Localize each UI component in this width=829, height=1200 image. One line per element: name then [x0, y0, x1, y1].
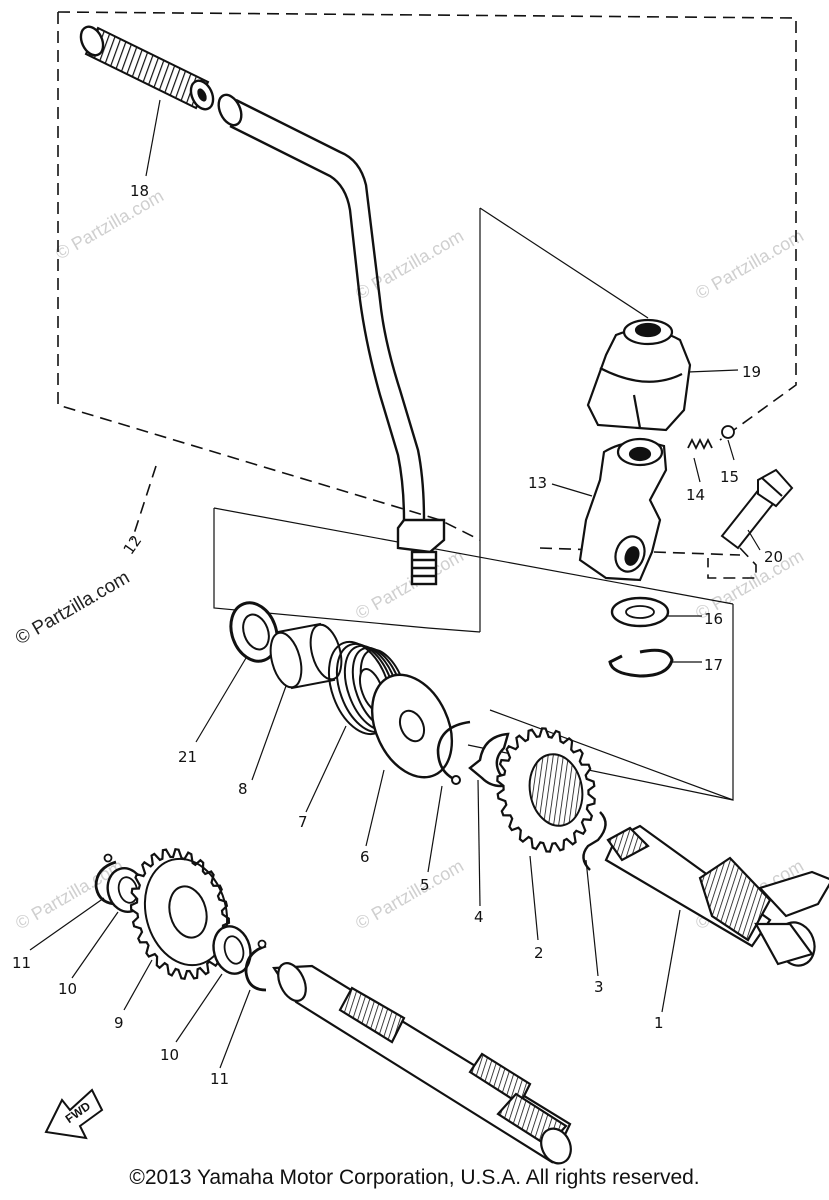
watermark-1: © Partzilla.com — [52, 185, 167, 263]
spring — [687, 437, 713, 451]
callout-5: 5 — [420, 876, 430, 894]
oil-seal — [229, 601, 279, 663]
circlip-11-right — [244, 939, 267, 992]
circlip-4 — [468, 732, 515, 788]
kick-boss — [578, 437, 668, 582]
leader-lines — [29, 99, 761, 1069]
callout-14: 14 — [686, 486, 705, 504]
callout-7: 7 — [298, 813, 308, 831]
circlip-11-left — [94, 853, 117, 906]
clip — [582, 811, 607, 871]
bolt — [720, 468, 794, 550]
guide-lines — [213, 207, 734, 801]
callout-15: 15 — [720, 468, 739, 486]
watermark-4: © Partzilla.com — [352, 545, 467, 623]
watermark-dark: © Partzilla.com — [12, 567, 133, 649]
callout-1: 1 — [654, 1014, 664, 1032]
watermark-2: © Partzilla.com — [352, 225, 467, 303]
callout-9: 9 — [114, 1014, 124, 1032]
circlip-5 — [436, 720, 471, 785]
main-axle — [272, 962, 572, 1165]
callout-10-right: 10 — [160, 1046, 179, 1064]
circlip-17 — [608, 648, 674, 678]
washer-16 — [610, 596, 670, 628]
kick-crank-lever — [217, 93, 446, 586]
washer-10-right — [212, 925, 252, 975]
kick-crank-grip — [79, 25, 215, 111]
ball — [721, 425, 735, 439]
watermark-7: © Partzilla.com — [352, 855, 467, 933]
kick-gear — [496, 727, 596, 853]
callouts: 18 19 13 14 15 20 16 17 12 21 8 7 6 5 4 … — [12, 182, 783, 1088]
callout-17: 17 — [704, 656, 723, 674]
callout-18: 18 — [130, 182, 149, 200]
callout-3: 3 — [594, 978, 604, 996]
watermarks: © Partzilla.com © Partzilla.com © Partzi… — [12, 185, 807, 933]
spring-cover — [370, 673, 454, 779]
callout-8: 8 — [238, 780, 248, 798]
callout-20: 20 — [764, 548, 783, 566]
callout-12: 12 — [120, 532, 146, 558]
callout-2: 2 — [534, 944, 544, 962]
callout-11-right: 11 — [210, 1070, 229, 1088]
callout-13: 13 — [528, 474, 547, 492]
callout-6: 6 — [360, 848, 370, 866]
callout-11-left: 11 — [12, 954, 31, 972]
copyright-footer: ©2013 Yamaha Motor Corporation, U.S.A. A… — [129, 1166, 700, 1189]
callout-10-left: 10 — [58, 980, 77, 998]
cover — [586, 318, 692, 432]
callout-21: 21 — [178, 748, 197, 766]
callout-16: 16 — [704, 610, 723, 628]
idler-gear — [129, 847, 231, 981]
watermark-3: © Partzilla.com — [692, 225, 807, 303]
kick-shaft — [604, 824, 829, 967]
spring-guide — [269, 622, 343, 690]
fwd-arrow: FWD — [44, 1088, 104, 1140]
callout-19: 19 — [742, 363, 761, 381]
callout-4: 4 — [474, 908, 484, 926]
